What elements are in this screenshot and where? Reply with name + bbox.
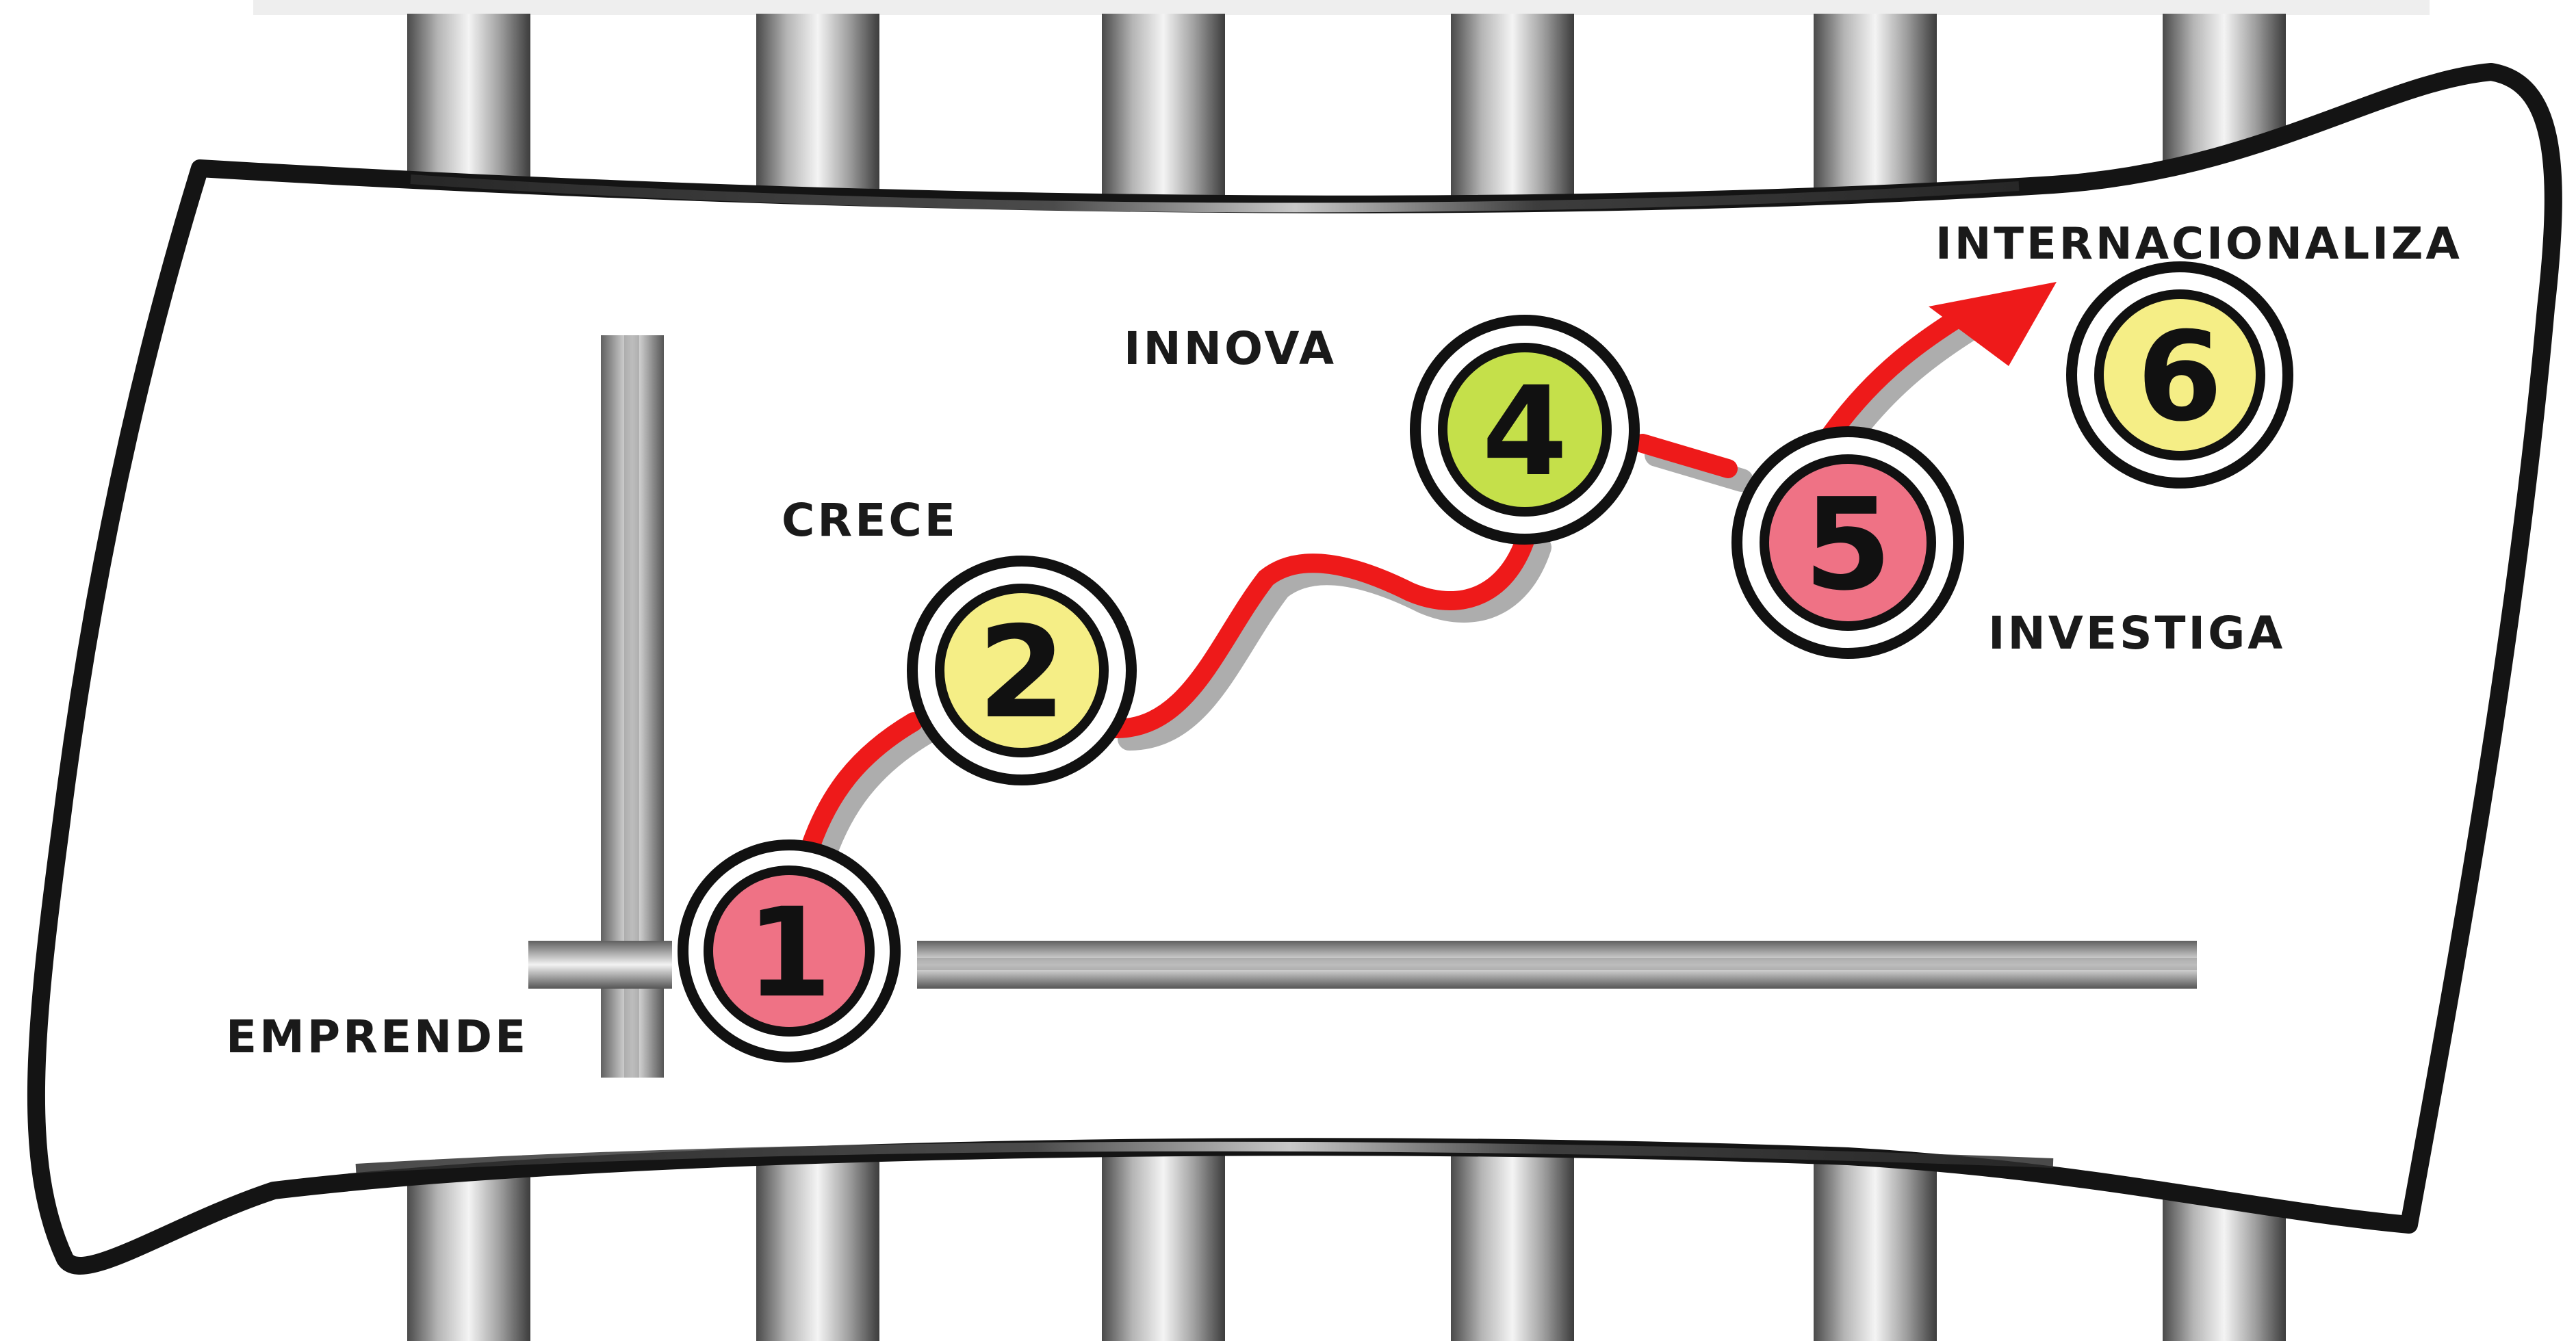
step-2-fill	[935, 584, 1109, 757]
arrow-head	[1929, 282, 2057, 366]
label-innova: INNOVA	[1124, 322, 1337, 375]
step-6: 6	[2066, 261, 2293, 489]
step-2: 2	[907, 556, 1137, 785]
step-1: 1	[678, 839, 901, 1063]
step-1-number: 1	[746, 882, 832, 1025]
x-axis-stub	[528, 941, 672, 989]
growth-path-line	[801, 298, 1984, 855]
step-4: 4	[1410, 315, 1640, 545]
step-4-fill	[1438, 343, 1612, 517]
label-emprende: EMPRENDE	[226, 1011, 528, 1063]
label-internacionaliza: INTERNACIONALIZA	[1935, 219, 2462, 270]
step-1-fill	[704, 865, 875, 1037]
y-axis-core	[624, 335, 639, 1078]
step-5-fill	[1760, 454, 1936, 631]
banner-top-shine	[410, 174, 2020, 213]
step-6-fill	[2094, 289, 2265, 460]
step-6-number: 6	[2137, 306, 2222, 449]
top-band	[253, 0, 2430, 15]
step-4-number: 4	[1482, 361, 1567, 504]
axes	[528, 335, 2197, 1078]
label-crece: CRECE	[782, 494, 958, 547]
step-5: 5	[1731, 426, 1964, 659]
x-axis-core	[917, 958, 2197, 970]
label-investiga: INVESTIGA	[1988, 607, 2285, 660]
step-2-number: 2	[978, 599, 1066, 746]
growth-path	[801, 282, 2057, 867]
step-5-number: 5	[1804, 471, 1892, 619]
banner-bottom-shine	[355, 1141, 2054, 1173]
